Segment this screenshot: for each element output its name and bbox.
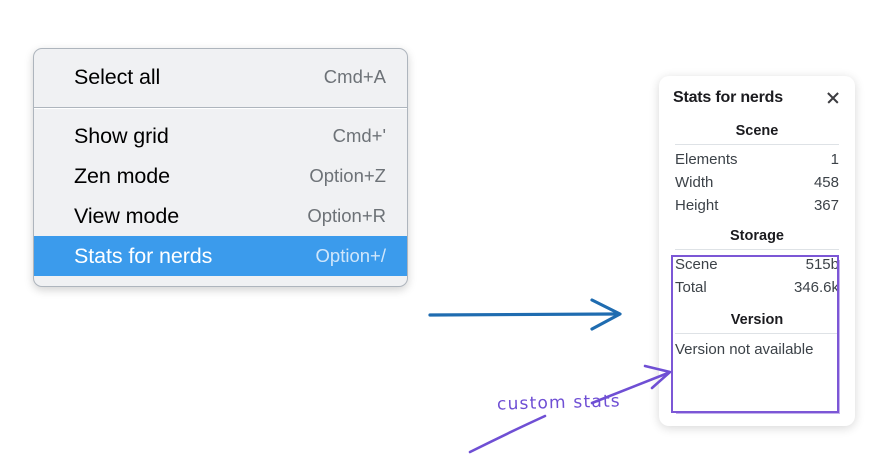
- section-heading-scene: Scene: [735, 123, 779, 139]
- menu-item-label: Select all: [74, 64, 161, 89]
- version-text: Version not available: [675, 341, 814, 358]
- menu-item-shortcut: Option+/: [315, 245, 386, 266]
- stat-row-storage-scene: Scene 515b: [673, 253, 841, 276]
- menu-group-2: Show grid Cmd+' Zen mode Option+Z View m…: [34, 107, 407, 286]
- menu-item-label: Show grid: [74, 123, 169, 148]
- stats-panel-header: Stats for nerds: [673, 89, 841, 107]
- stats-panel-title: Stats for nerds: [673, 89, 783, 106]
- menu-item-zen-mode[interactable]: Zen mode Option+Z: [34, 156, 407, 196]
- menu-item-shortcut: Cmd+A: [323, 66, 386, 87]
- menu-item-show-grid[interactable]: Show grid Cmd+': [34, 116, 407, 156]
- stat-value: 515b: [805, 256, 839, 273]
- custom-stats-annotation-label: custom stats: [496, 391, 622, 415]
- menu-item-shortcut: Option+Z: [309, 165, 386, 186]
- menu-item-label: View mode: [74, 203, 180, 228]
- section-divider: [675, 333, 839, 334]
- section-heading-version: Version: [730, 312, 784, 328]
- section-heading-storage: Storage: [730, 228, 784, 244]
- menu-item-label: Stats for nerds: [74, 243, 213, 268]
- context-menu[interactable]: Select all Cmd+A Show grid Cmd+' Zen mod…: [33, 48, 408, 287]
- stat-value: 346.6k: [793, 279, 839, 296]
- section-divider: [675, 144, 839, 145]
- menu-item-shortcut: Option+R: [307, 205, 386, 226]
- stat-row-storage-total: Total 346.6k: [673, 276, 841, 299]
- stat-value: 1: [830, 151, 839, 168]
- stat-key: Height: [675, 197, 719, 214]
- menu-item-stats-for-nerds[interactable]: Stats for nerds Option+/: [34, 236, 407, 276]
- stat-key: Total: [675, 279, 707, 296]
- section-divider: [675, 249, 839, 250]
- menu-item-label: Zen mode: [74, 163, 171, 188]
- menu-item-view-mode[interactable]: View mode Option+R: [34, 196, 407, 236]
- stat-value: 367: [813, 197, 839, 214]
- menu-item-shortcut: Cmd+': [332, 125, 386, 146]
- close-icon[interactable]: [825, 90, 841, 106]
- stat-row-width: Width 458: [673, 171, 841, 194]
- stats-for-nerds-panel[interactable]: Stats for nerds Scene Elements 1 Width 4…: [659, 76, 855, 426]
- stat-row-elements: Elements 1: [673, 148, 841, 171]
- stat-key: Elements: [675, 151, 738, 168]
- stat-key: Width: [675, 174, 714, 191]
- stat-value: 458: [813, 174, 839, 191]
- stat-key: Scene: [675, 256, 718, 273]
- custom-stats-underline: [468, 414, 547, 454]
- blue-arrow: [428, 298, 622, 331]
- stat-row-height: Height 367: [673, 194, 841, 217]
- menu-group-1: Select all Cmd+A: [34, 49, 407, 107]
- menu-item-select-all[interactable]: Select all Cmd+A: [34, 57, 407, 97]
